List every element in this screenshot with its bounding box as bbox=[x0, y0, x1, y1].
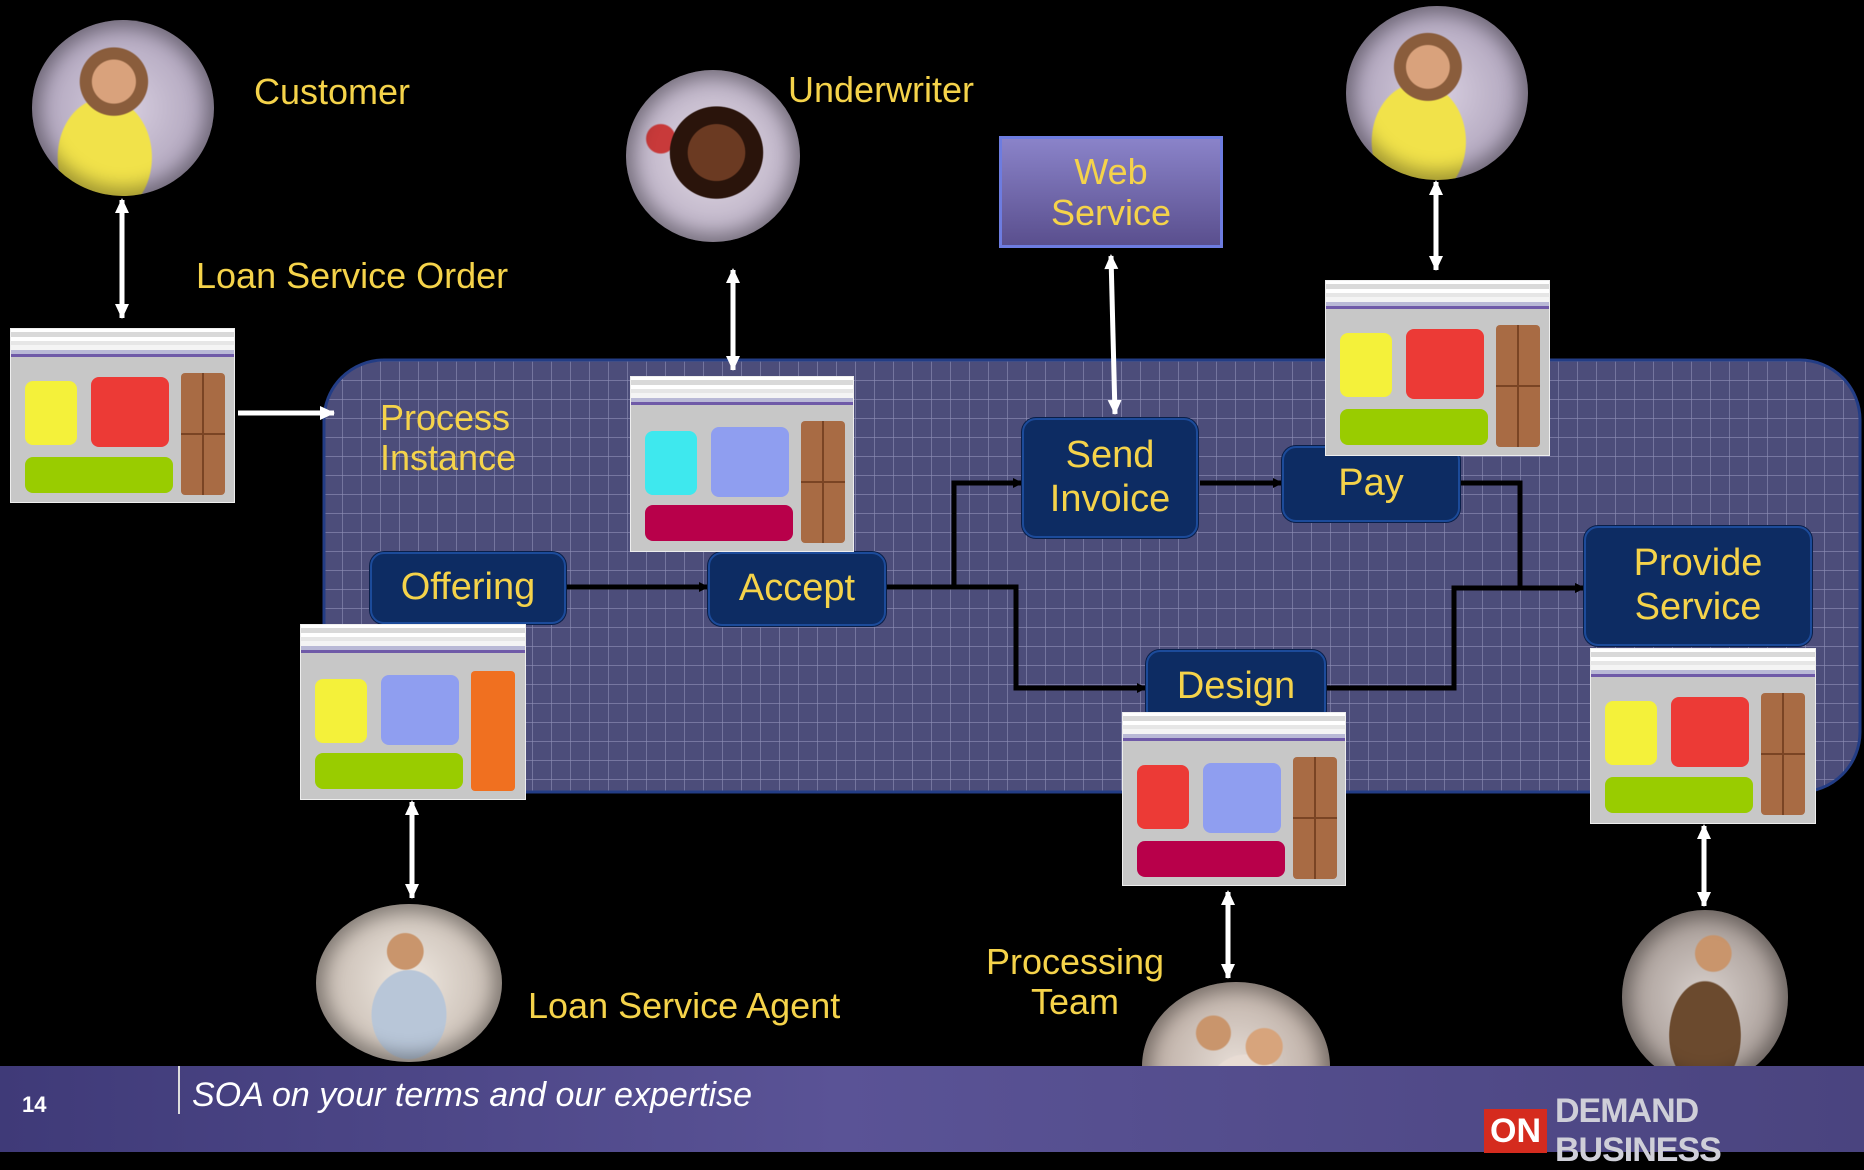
customer-label: Customer bbox=[254, 71, 411, 112]
order-form-screenshot bbox=[10, 328, 235, 503]
logo-demand-business: DEMAND BUSINESS bbox=[1555, 1092, 1722, 1169]
step-design: Design bbox=[1146, 650, 1326, 724]
step-send-invoice: Send Invoice bbox=[1022, 418, 1198, 538]
interaction-arrows bbox=[115, 180, 1711, 979]
loan-service-order-label: Loan Service Order bbox=[196, 255, 509, 296]
underwriter-label: Underwriter bbox=[788, 69, 975, 110]
process-instance-label: Process Instance bbox=[380, 397, 517, 478]
customer-photo-right bbox=[1346, 6, 1528, 180]
processing-team-label: Processing Team bbox=[985, 941, 1165, 1022]
step-accept: Accept bbox=[708, 552, 886, 626]
service-provider-photo bbox=[1622, 910, 1788, 1084]
arrow-accept-sendinvoice bbox=[884, 478, 1023, 590]
customer-photo bbox=[32, 20, 214, 196]
page-number: 14 bbox=[22, 1092, 47, 1117]
footer-bar bbox=[0, 1066, 1864, 1152]
step-pay: Pay bbox=[1282, 446, 1460, 522]
arrow-accept-design bbox=[954, 584, 1147, 693]
web-service-label: Web Service bbox=[1050, 150, 1172, 233]
step-offering: Offering bbox=[370, 552, 566, 624]
web-service-box: Web Service bbox=[999, 136, 1223, 248]
step-provide-service: Provide Service bbox=[1584, 526, 1812, 646]
underwriter-photo bbox=[626, 70, 800, 242]
loan-service-agent-photo bbox=[316, 904, 502, 1062]
on-demand-business-logo: ON DEMAND BUSINESS bbox=[1484, 1092, 1864, 1170]
underwriter-screenshot bbox=[630, 376, 854, 552]
provide-service-screenshot bbox=[1590, 648, 1816, 824]
flow-arrows bbox=[566, 478, 1585, 693]
footer-divider bbox=[178, 1066, 180, 1114]
logo-on: ON bbox=[1484, 1109, 1547, 1153]
arrow-webservice bbox=[1104, 254, 1122, 415]
design-screenshot bbox=[1122, 712, 1346, 886]
arrow-design-provide bbox=[1322, 583, 1585, 691]
pay-screenshot bbox=[1325, 280, 1550, 456]
offering-screenshot bbox=[300, 624, 526, 800]
loan-service-agent-label: Loan Service Agent bbox=[528, 985, 841, 1026]
footer-tagline: SOA on your terms and our expertise bbox=[192, 1076, 753, 1114]
